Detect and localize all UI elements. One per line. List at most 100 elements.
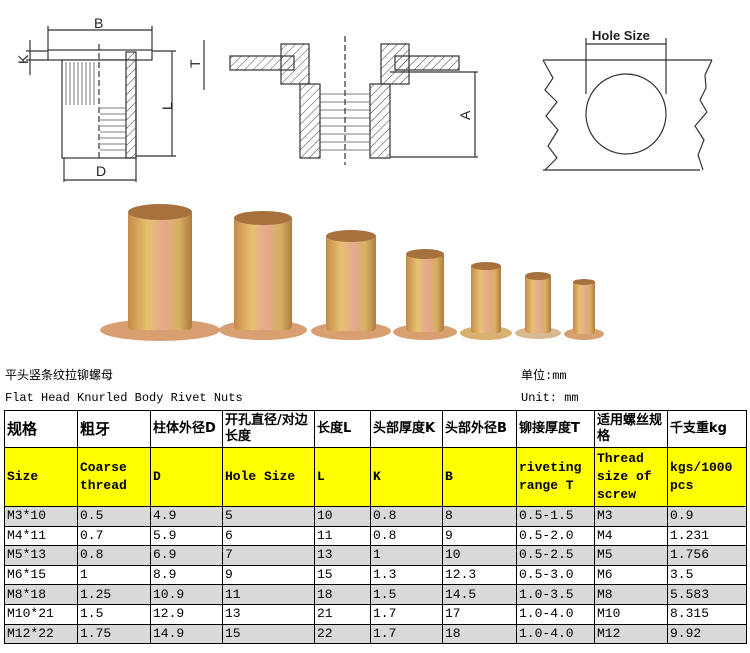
cell-l: 18 [314, 584, 371, 605]
label-d: D [96, 163, 106, 179]
cell-l: 15 [314, 564, 371, 586]
rivet-nut-6 [515, 272, 561, 339]
cell-weight: 8.315 [667, 603, 747, 625]
cell-k: 0.8 [370, 525, 443, 547]
header-cn-cell: 粗牙 [77, 410, 151, 448]
rivet-nut-5 [460, 262, 512, 340]
rivet-nut-3 [311, 230, 391, 340]
cell-size: M6*15 [4, 564, 78, 586]
cell-hole: 6 [222, 525, 315, 547]
cell-weight: 0.9 [667, 506, 747, 527]
header-en-cell: D [150, 447, 223, 507]
cell-t: 0.5-3.0 [516, 564, 595, 586]
label-a: A [457, 110, 473, 120]
header-cn-cell: 头部外径B [442, 410, 517, 448]
cell-d: 14.9 [150, 623, 223, 645]
cell-t: 1.0-3.5 [516, 584, 595, 605]
title-en: Flat Head Knurled Body Rivet Nuts [5, 391, 243, 405]
header-en-cell: K [370, 447, 443, 507]
cell-hole: 11 [222, 584, 315, 605]
spec-table: 规格 粗牙 柱体外径D 开孔直径/对边长度 长度L 头部厚度K 头部外径B 铆接… [4, 410, 747, 645]
cell-b: 18 [442, 623, 517, 645]
cell-l: 13 [314, 545, 371, 566]
hole-size-label: Hole Size [592, 28, 650, 43]
label-b: B [94, 15, 103, 31]
cell-hole: 9 [222, 564, 315, 586]
cell-size: M8*18 [4, 584, 78, 605]
cell-l: 11 [314, 525, 371, 547]
technical-diagrams: B K L D T A Hole Size [15, 15, 713, 182]
cell-l: 21 [314, 603, 371, 625]
header-en-cell: Size [4, 447, 78, 507]
hole-size-drawing [542, 38, 713, 171]
product-photo [100, 204, 604, 341]
cell-l: 22 [314, 623, 371, 645]
cell-screw: M12 [594, 623, 668, 645]
header-en-cell: Coarse thread [77, 447, 151, 507]
cell-thread: 0.7 [77, 525, 151, 547]
cell-thread: 1.75 [77, 623, 151, 645]
rivet-nut-4 [393, 249, 457, 340]
cell-size: M3*10 [4, 506, 78, 527]
cell-hole: 15 [222, 623, 315, 645]
label-l: L [159, 102, 175, 110]
header-cn-cell: 铆接厚度T [516, 410, 595, 448]
cell-k: 1 [370, 545, 443, 566]
cell-weight: 1.231 [667, 525, 747, 547]
unit-cn: 单位:mm [521, 369, 567, 383]
rivet-nut-7 [564, 279, 604, 340]
cell-weight: 1.756 [667, 545, 747, 566]
cell-b: 12.3 [442, 564, 517, 586]
cell-thread: 0.5 [77, 506, 151, 527]
cell-screw: M3 [594, 506, 668, 527]
cell-d: 8.9 [150, 564, 223, 586]
cell-size: M4*11 [4, 525, 78, 547]
rivet-nut-1 [100, 204, 220, 341]
cell-thread: 1.5 [77, 603, 151, 625]
header-en-cell: Thread size of screw [594, 447, 668, 507]
header-row-en: Size Coarse thread D Hole Size L K B riv… [4, 447, 747, 507]
cell-b: 9 [442, 525, 517, 547]
header-en-cell: L [314, 447, 371, 507]
cell-thread: 1.25 [77, 584, 151, 605]
header-cn-cell: 规格 [4, 410, 78, 448]
cell-b: 17 [442, 603, 517, 625]
cell-k: 1.5 [370, 584, 443, 605]
cell-k: 1.7 [370, 623, 443, 645]
unit-en: Unit: mm [521, 391, 579, 405]
rivet-nut-section-drawing [26, 26, 205, 182]
cell-k: 1.3 [370, 564, 443, 586]
cell-d: 6.9 [150, 545, 223, 566]
cell-thread: 0.8 [77, 545, 151, 566]
cell-thread: 1 [77, 564, 151, 586]
header-cn-cell: 适用螺丝规格 [594, 410, 668, 448]
cell-b: 8 [442, 506, 517, 527]
header-cn-cell: 长度L [314, 410, 371, 448]
header-cn-cell: 开孔直径/对边长度 [222, 410, 315, 448]
cell-d: 12.9 [150, 603, 223, 625]
cell-hole: 5 [222, 506, 315, 527]
label-t: T [187, 59, 203, 68]
header-row-cn: 规格 粗牙 柱体外径D 开孔直径/对边长度 长度L 头部厚度K 头部外径B 铆接… [4, 410, 747, 448]
cell-d: 10.9 [150, 584, 223, 605]
cell-d: 4.9 [150, 506, 223, 527]
cell-b: 10 [442, 545, 517, 566]
cell-screw: M4 [594, 525, 668, 547]
cell-hole: 13 [222, 603, 315, 625]
cell-b: 14.5 [442, 584, 517, 605]
cell-screw: M10 [594, 603, 668, 625]
cell-weight: 3.5 [667, 564, 747, 586]
header-cn-cell: 头部厚度K [370, 410, 443, 448]
cell-t: 1.0-4.0 [516, 603, 595, 625]
cell-t: 0.5-2.0 [516, 525, 595, 547]
cell-size: M10*21 [4, 603, 78, 625]
cell-size: M5*13 [4, 545, 78, 566]
rivet-nut-2 [219, 211, 307, 340]
header-cn-cell: 千支重kg [667, 410, 747, 448]
cell-d: 5.9 [150, 525, 223, 547]
